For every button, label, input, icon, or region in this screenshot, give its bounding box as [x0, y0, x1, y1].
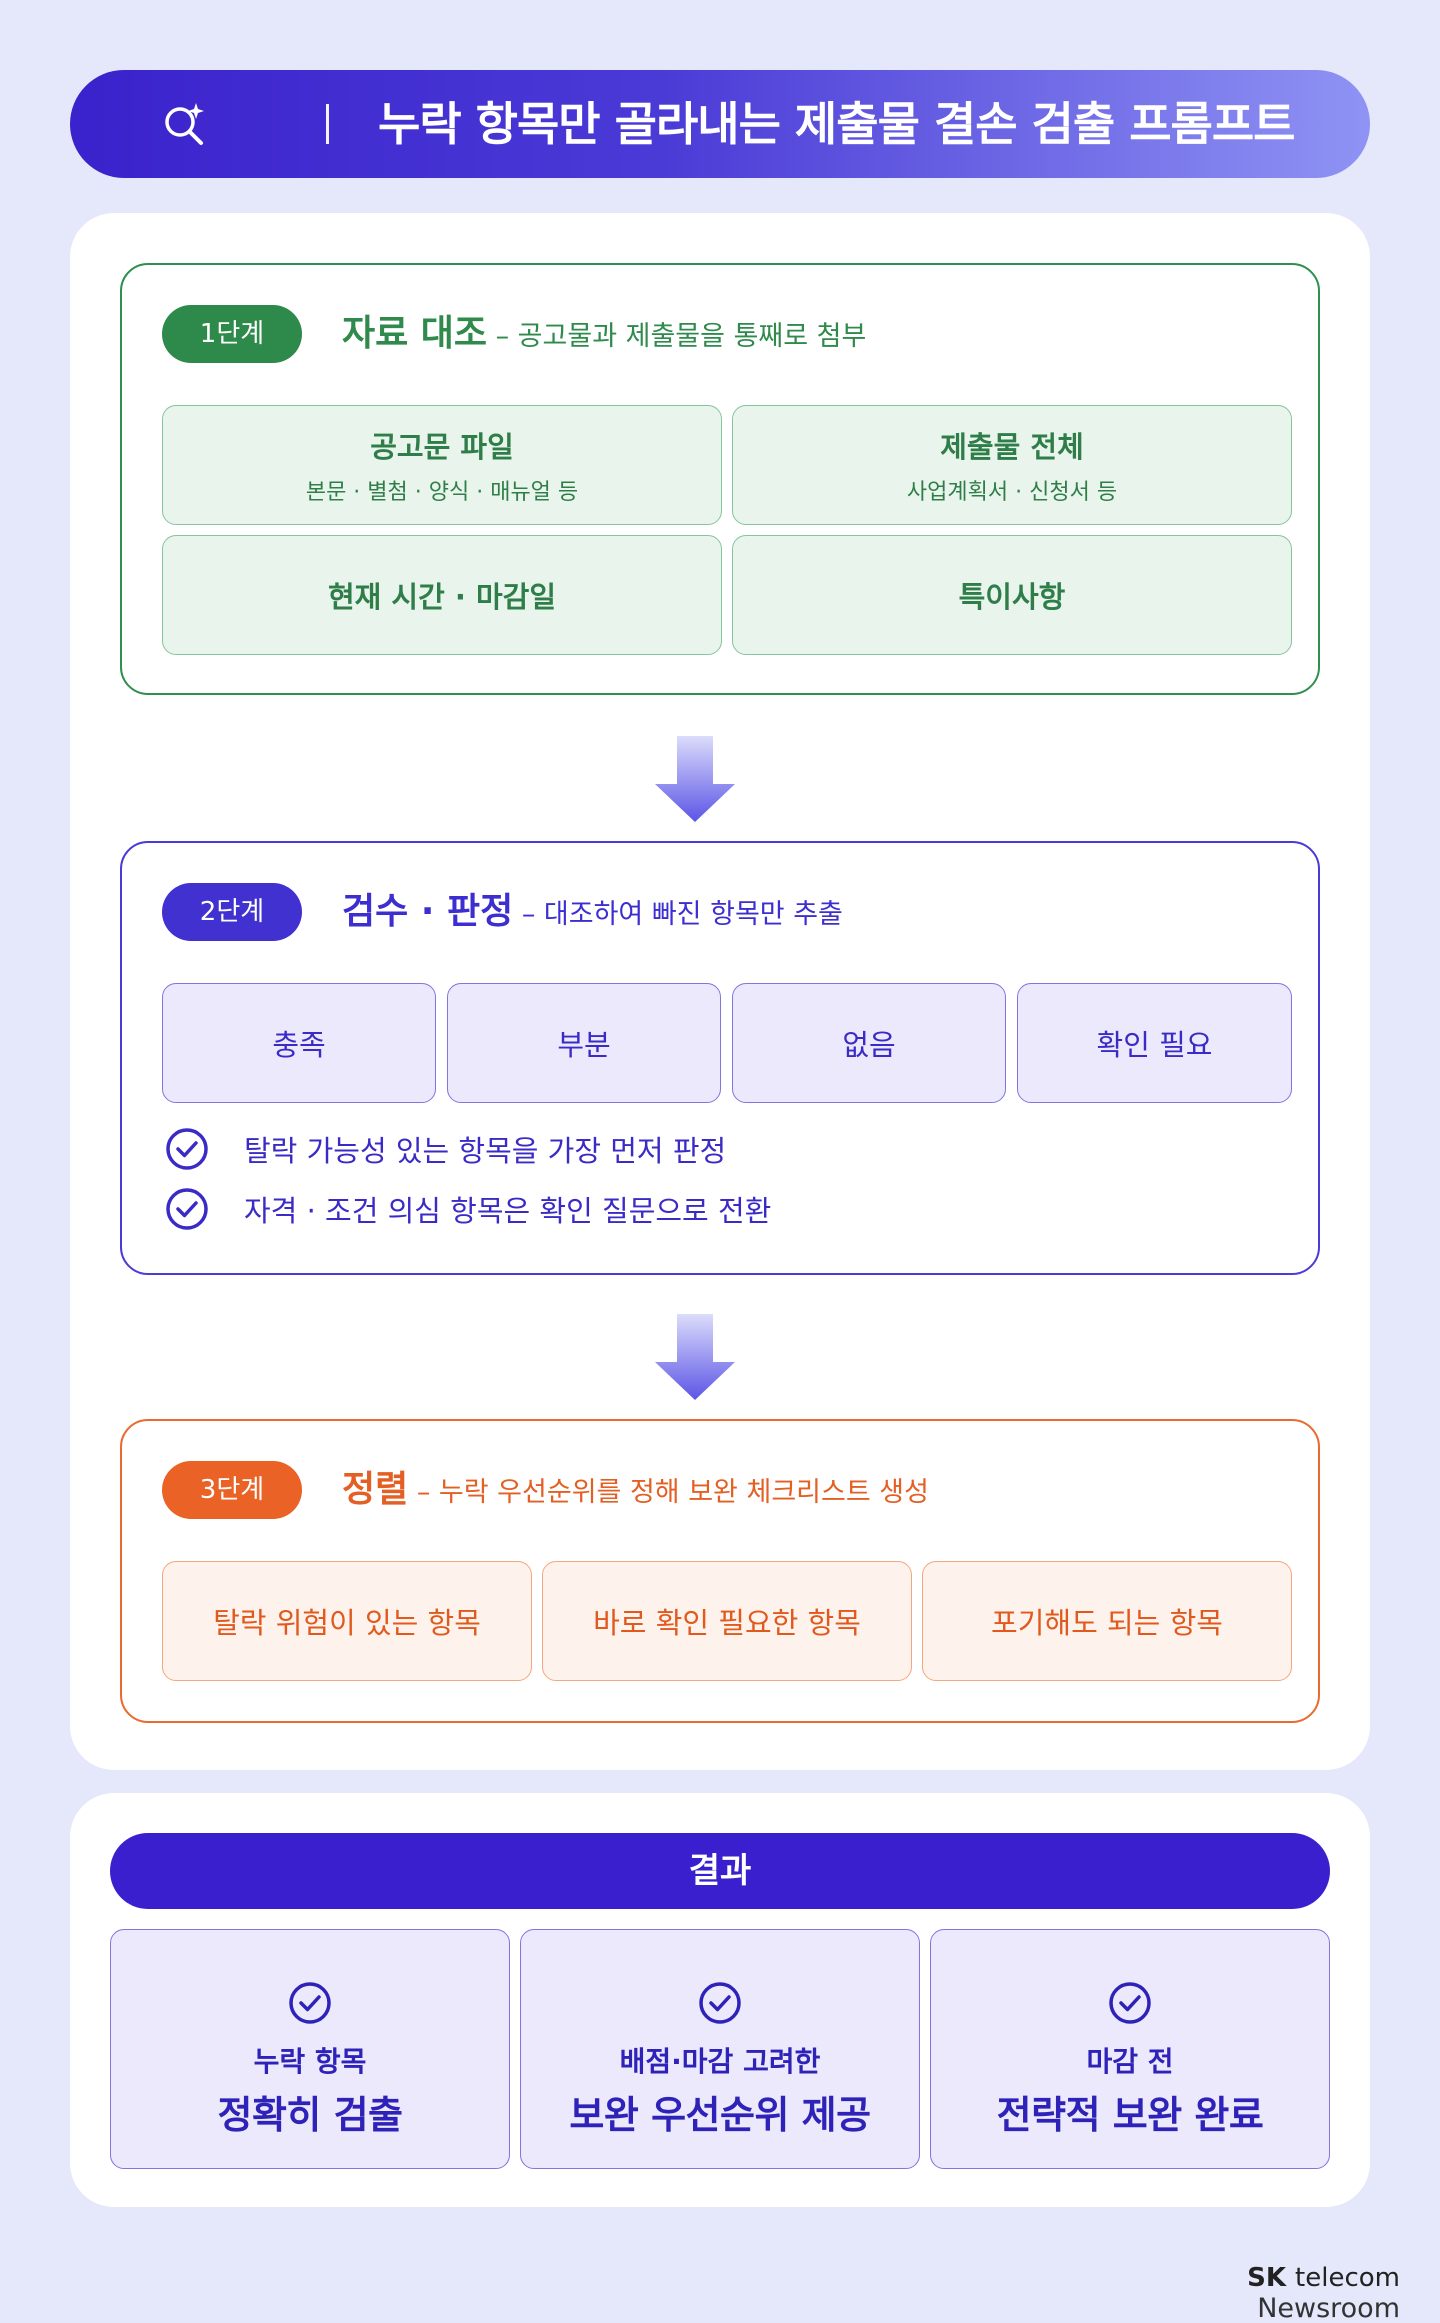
check-item: 자격 · 조건 의심 항목은 확인 질문으로 전환 [164, 1186, 771, 1232]
check-item-text: 자격 · 조건 의심 항목은 확인 질문으로 전환 [244, 1194, 772, 1228]
result-title: 결과 [110, 1833, 1330, 1909]
priority-box-elimination-risk: 탈락 위험이 있는 항목 [162, 1561, 532, 1681]
process-card: 1단계 자료 대조 – 공고물과 제출물을 통째로 첨부 공고문 파일 본문 ·… [70, 213, 1370, 1770]
result-item-headline: 전략적 보완 완료 [996, 2093, 1264, 2137]
verdict-box-none: 없음 [732, 983, 1006, 1103]
box-subtitle: 사업계획서 · 신청서 등 [906, 480, 1118, 505]
page-header: 누락 항목만 골라내는 제출물 결손 검출 프롬프트 [70, 70, 1370, 178]
stage-1-name: 자료 대조 [342, 313, 488, 354]
check-circle-icon [699, 1982, 741, 2024]
result-item-headline: 보완 우선순위 제공 [569, 2093, 871, 2137]
stage-3-heading: 정렬 – 누락 우선순위를 정해 보완 체크리스트 생성 [342, 1461, 929, 1519]
stage-3-panel: 3단계 정렬 – 누락 우선순위를 정해 보완 체크리스트 생성 탈락 위험이 … [120, 1419, 1320, 1723]
stage-2-desc: – 대조하여 빠진 항목만 추출 [513, 899, 843, 930]
stage-2-name: 검수 · 판정 [342, 891, 514, 932]
stage-1-heading: 자료 대조 – 공고물과 제출물을 통째로 첨부 [342, 305, 866, 363]
box-title: 바로 확인 필요한 항목 [593, 1606, 861, 1640]
search-sparkle-icon [165, 103, 204, 145]
result-item-caption: 마감 전 [1086, 2045, 1174, 2078]
box-subtitle: 본문 · 별첨 · 양식 · 매뉴얼 등 [305, 480, 579, 505]
box-title: 특이사항 [958, 580, 1066, 614]
result-item: 누락 항목 정확히 검출 [110, 1929, 510, 2169]
result-item: 마감 전 전략적 보완 완료 [930, 1929, 1330, 2169]
stage-1-desc: – 공고물과 제출물을 통째로 첨부 [487, 321, 867, 352]
stage-3-badge: 3단계 [162, 1461, 302, 1519]
check-item-text: 탈락 가능성 있는 항목을 가장 먼저 판정 [244, 1134, 727, 1168]
brand-newsroom: Newsroom [1257, 2293, 1400, 2323]
box-title: 탈락 위험이 있는 항목 [213, 1606, 481, 1640]
arrow-down-icon [655, 736, 735, 822]
stage-1-box-notice-file: 공고문 파일 본문 · 별첨 · 양식 · 매뉴얼 등 [162, 405, 722, 525]
verdict-box-check-needed: 확인 필요 [1017, 983, 1292, 1103]
stage-3-name: 정렬 [342, 1469, 409, 1510]
stage-3-desc: – 누락 우선순위를 정해 보완 체크리스트 생성 [408, 1477, 929, 1508]
page-title: 누락 항목만 골라내는 제출물 결손 검출 프롬프트 [378, 97, 1295, 151]
result-item: 배점·마감 고려한 보완 우선순위 제공 [520, 1929, 920, 2169]
priority-box-can-skip: 포기해도 되는 항목 [922, 1561, 1292, 1681]
box-title: 공고문 파일 [370, 430, 514, 464]
stage-1-panel: 1단계 자료 대조 – 공고물과 제출물을 통째로 첨부 공고문 파일 본문 ·… [120, 263, 1320, 695]
verdict-box-partial: 부분 [447, 983, 721, 1103]
result-item-headline: 정확히 검출 [217, 2093, 403, 2137]
verdict-box-met: 충족 [162, 983, 436, 1103]
brand-sk: SK [1247, 2263, 1286, 2293]
stage-1-box-notes: 특이사항 [732, 535, 1292, 655]
result-item-caption: 배점·마감 고려한 [619, 2045, 821, 2078]
box-title: 부분 [557, 1028, 611, 1062]
priority-box-check-now: 바로 확인 필요한 항목 [542, 1561, 912, 1681]
check-circle-icon [166, 1128, 208, 1170]
stage-1-badge: 1단계 [162, 305, 302, 363]
box-title: 제출물 전체 [940, 430, 1084, 464]
result-item-caption: 누락 항목 [253, 2045, 367, 2078]
check-item: 탈락 가능성 있는 항목을 가장 먼저 판정 [164, 1126, 726, 1172]
check-circle-icon [1109, 1982, 1151, 2024]
stage-1-box-deadline: 현재 시간 · 마감일 [162, 535, 722, 655]
box-title: 포기해도 되는 항목 [991, 1606, 1223, 1640]
box-title: 현재 시간 · 마감일 [327, 580, 557, 614]
box-title: 확인 필요 [1096, 1028, 1213, 1062]
header-divider [326, 104, 329, 144]
stage-2-panel: 2단계 검수 · 판정 – 대조하여 빠진 항목만 추출 충족 부분 없음 확인… [120, 841, 1320, 1275]
check-circle-icon [289, 1982, 331, 2024]
box-title: 충족 [272, 1028, 326, 1062]
box-title: 없음 [842, 1028, 896, 1062]
brand-telecom: telecom [1295, 2263, 1400, 2293]
brand-logo: SK telecom Newsroom [1247, 2263, 1400, 2323]
stage-2-badge: 2단계 [162, 883, 302, 941]
check-circle-icon [166, 1188, 208, 1230]
stage-1-box-submission: 제출물 전체 사업계획서 · 신청서 등 [732, 405, 1292, 525]
stage-2-heading: 검수 · 판정 – 대조하여 빠진 항목만 추출 [342, 883, 843, 941]
arrow-down-icon [655, 1314, 735, 1400]
result-card: 결과 누락 항목 정확히 검출 배점·마감 고려한 보완 우선순위 제공 마감 … [70, 1793, 1370, 2207]
